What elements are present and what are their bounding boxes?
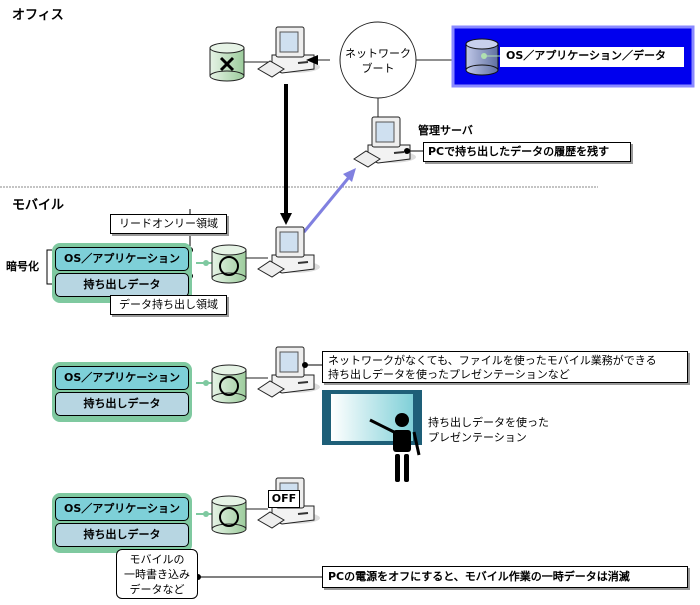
- off-badge: OFF: [268, 490, 300, 508]
- management-server-label: 管理サーバ: [418, 124, 473, 137]
- temp-data-label: モバイルの 一時書き込み データなど: [116, 549, 198, 599]
- scenario2-note: ネットワークがなくても、ファイルを使ったモバイル業務ができる 持ち出しデータを使…: [322, 351, 688, 383]
- scenario3-storage-stack: OS／アプリケーション 持ち出しデータ: [52, 493, 192, 553]
- section-mobile-title: モバイル: [12, 198, 65, 213]
- scenario2-storage-stack: OS／アプリケーション 持ち出しデータ: [52, 362, 192, 422]
- layer-os-app: OS／アプリケーション: [55, 247, 189, 271]
- history-arrow: [302, 175, 352, 233]
- network-boot-label: ネットワーク ブート: [345, 47, 411, 75]
- presenter-icon: [369, 413, 421, 482]
- mobile-pc-icon: [257, 226, 321, 278]
- server-image-label: OS／アプリケーション／データ: [500, 47, 684, 67]
- mobile-disk-icon: [211, 244, 247, 284]
- encryption-label: 暗号化: [6, 260, 39, 273]
- export-area-label: データ持ち出し領域: [110, 295, 227, 315]
- server-disk-icon: [465, 38, 500, 76]
- mobile-storage-stack: OS／アプリケーション 持ち出しデータ: [52, 243, 192, 303]
- office-pc-icon: [257, 26, 321, 78]
- layer-export-data: 持ち出しデータ: [55, 523, 189, 547]
- layer-export-data: 持ち出しデータ: [55, 273, 189, 297]
- office-disk-icon: [209, 42, 245, 82]
- management-server-icon: [353, 116, 417, 168]
- scenario2-disk-icon: [211, 364, 247, 404]
- power-off-note: PCの電源をオフにすると、モバイル作業の一時データは消滅: [322, 566, 688, 588]
- layer-export-data: 持ち出しデータ: [55, 392, 189, 416]
- arrow-head-icon: [306, 55, 318, 65]
- readonly-area-label: リードオンリー領域: [110, 214, 227, 234]
- section-office-title: オフィス: [12, 8, 64, 23]
- presentation-caption: 持ち出しデータを使った プレゼンテーション: [428, 416, 549, 444]
- layer-os-app: OS／アプリケーション: [55, 366, 189, 390]
- layer-os-app: OS／アプリケーション: [55, 497, 189, 521]
- scenario2-pc-icon: [257, 346, 321, 398]
- scenario3-disk-icon: [211, 495, 247, 535]
- history-note: PCで持ち出したデータの履歴を残す: [423, 142, 631, 162]
